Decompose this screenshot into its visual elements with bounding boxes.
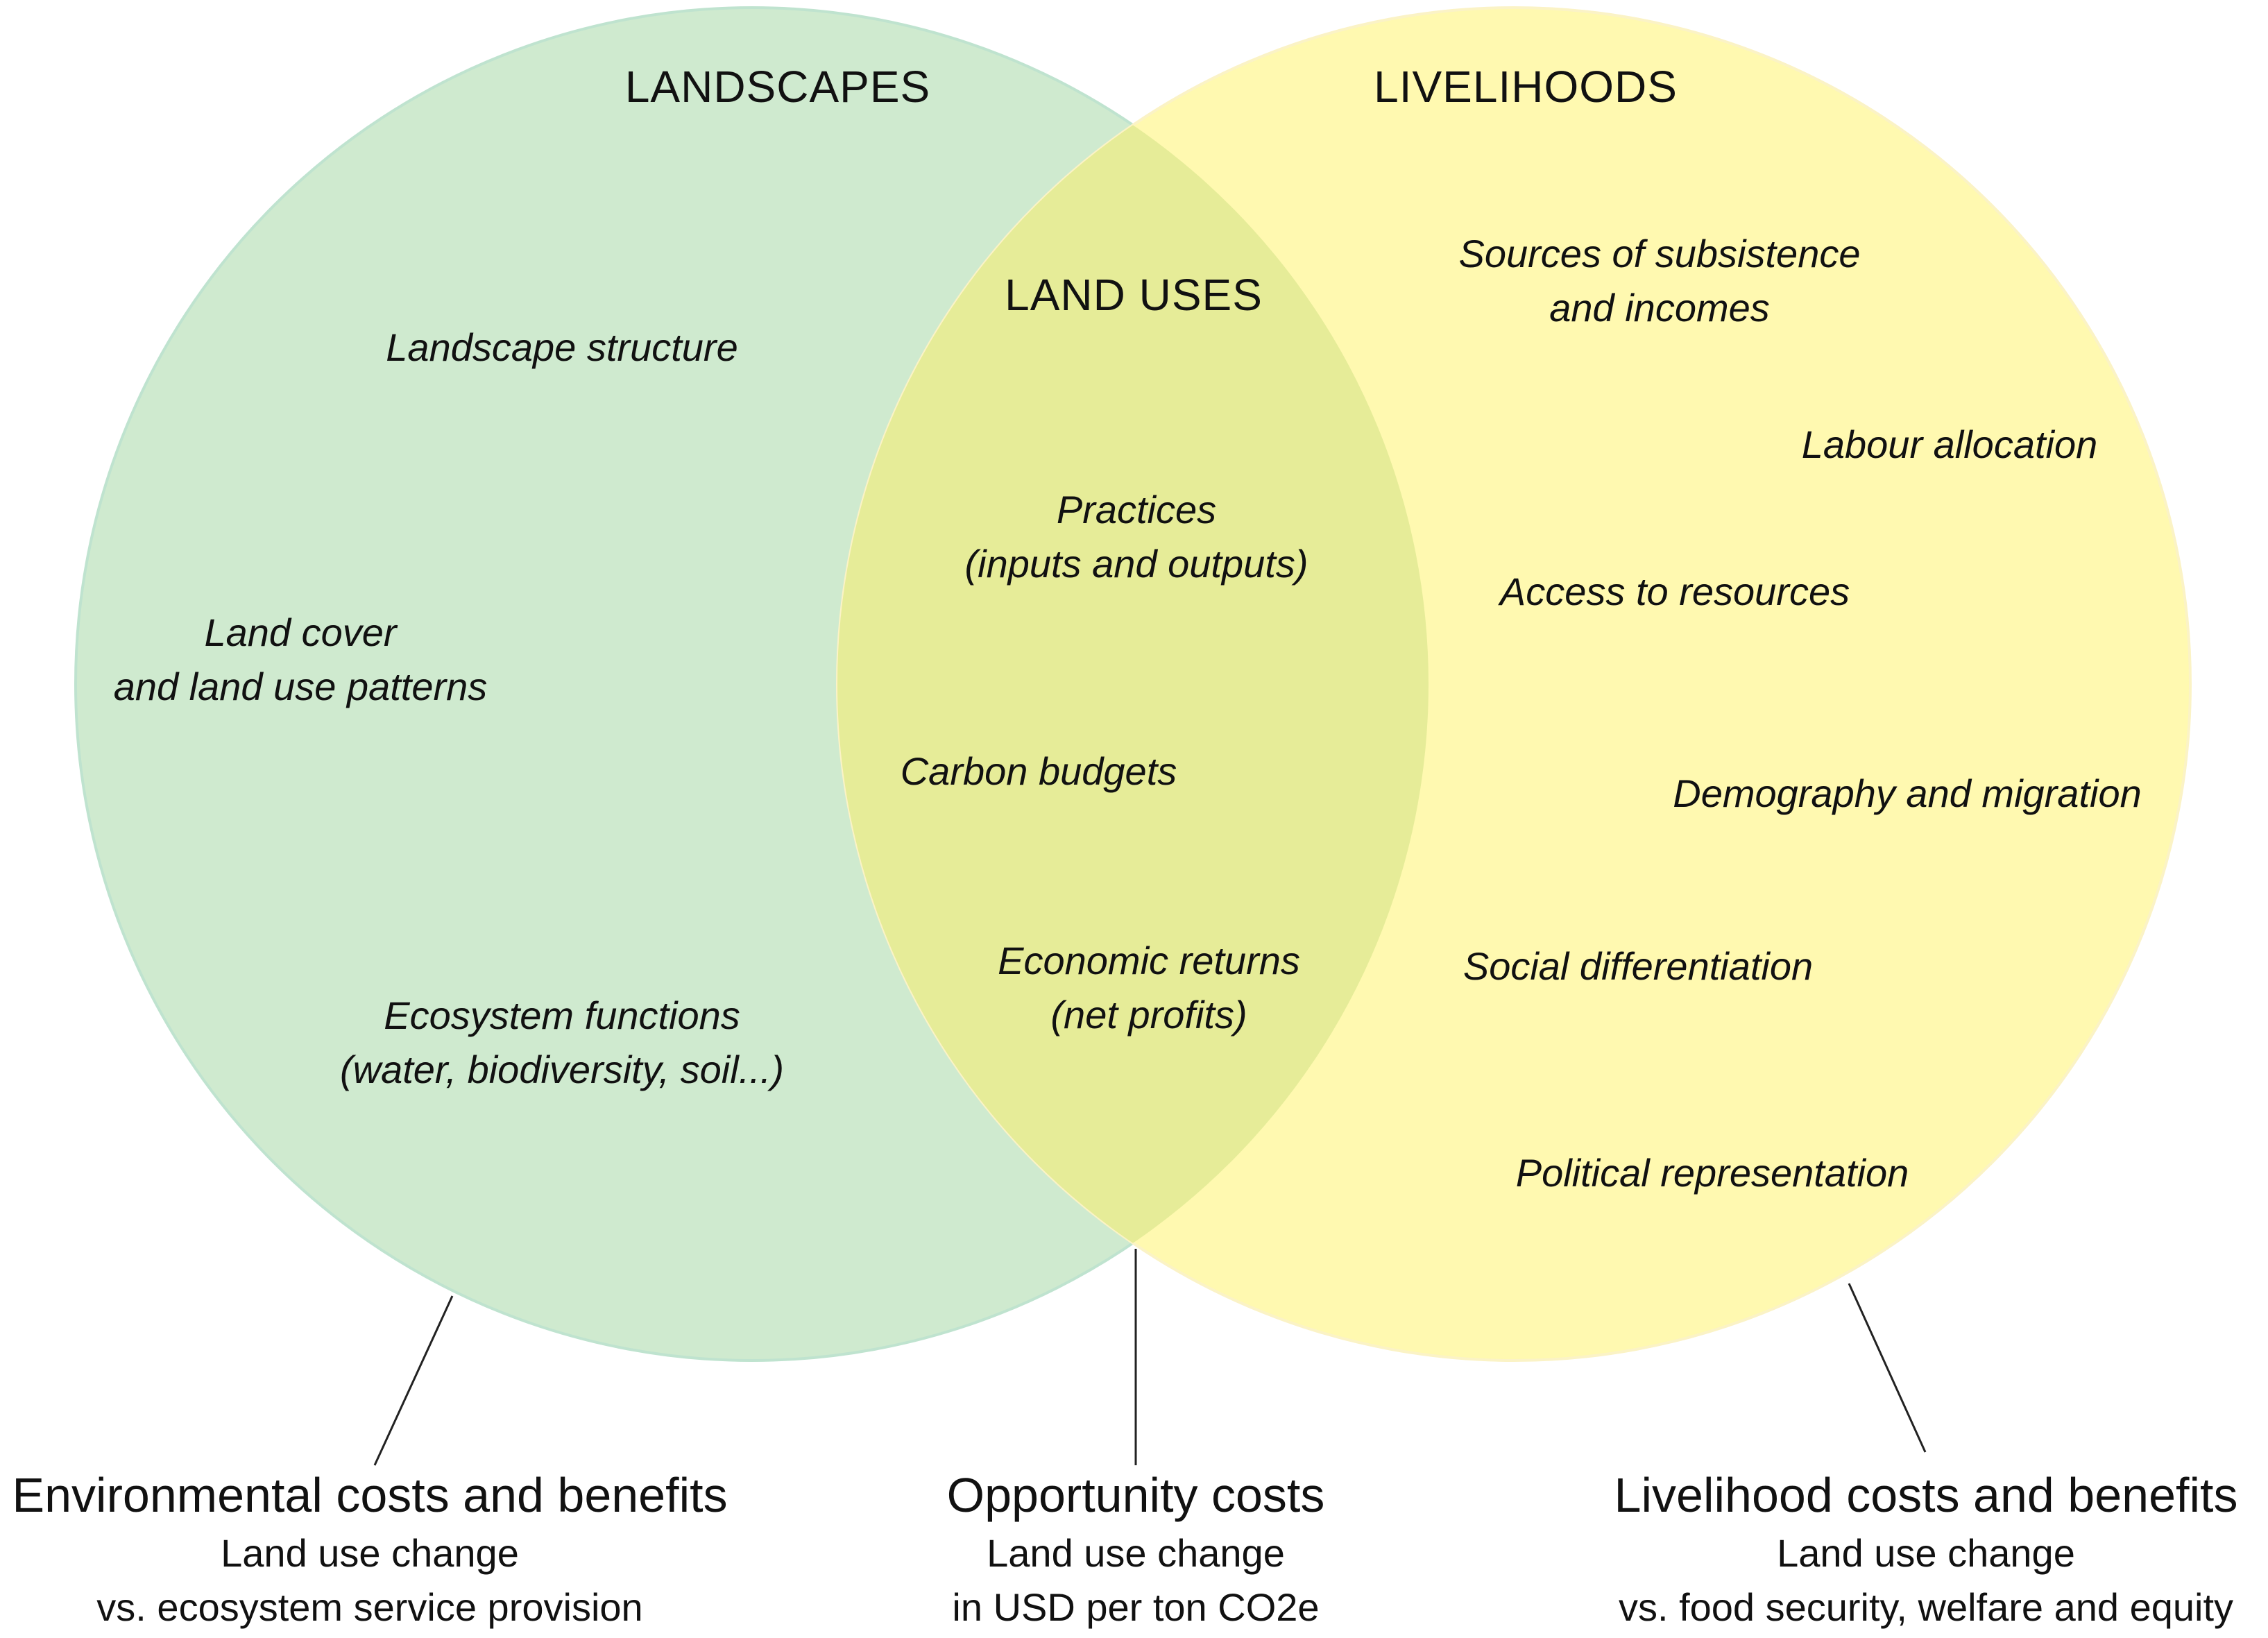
land-uses-overlap [837, 8, 1429, 1360]
environmental-caption-line1: Land use change [221, 1531, 519, 1575]
land-uses-title: LAND USES [1005, 270, 1263, 320]
political-representation-text: Political representation [1515, 1151, 1909, 1195]
livelihood-leader-line [1848, 1283, 1927, 1453]
opportunity-caption-line1: Land use change [987, 1531, 1285, 1575]
livelihood-caption-line2: vs. food security, welfare and equity [1618, 1585, 2234, 1629]
livelihood-caption: Livelihood costs and benefits Land use c… [1614, 1464, 2238, 1635]
ecosystem-functions-text: Ecosystem functions (water, biodiversity… [339, 993, 785, 1091]
demography-migration-text: Demography and migration [1673, 771, 2142, 815]
carbon-budgets-text: Carbon budgets [900, 749, 1177, 793]
livelihood-caption-line1: Land use change [1777, 1531, 2075, 1575]
land-cover-text: Land cover and land use patterns [113, 611, 488, 708]
opportunity-caption: Opportunity costs Land use change in USD… [947, 1464, 1325, 1635]
sources-of-subsistence-text: Sources of subsistence and incomes [1458, 232, 1861, 330]
environmental-caption-line2: vs. ecosystem service provision [96, 1585, 643, 1629]
landscape-structure-text: Landscape structure [386, 325, 738, 369]
economic-returns-text: Economic returns (net profits) [998, 939, 1300, 1036]
livelihood-caption-title: Livelihood costs and benefits [1614, 1468, 2238, 1522]
labour-allocation-text: Labour allocation [1801, 423, 2098, 466]
environmental-leader-line [373, 1295, 454, 1466]
access-to-resources-text: Access to resources [1499, 570, 1850, 613]
opportunity-caption-line2: in USD per ton CO2e [952, 1585, 1320, 1629]
landscapes-title: LANDSCAPES [624, 62, 931, 112]
livelihoods-title: LIVELIHOODS [1374, 62, 1678, 112]
environmental-caption: Environmental costs and benefits Land us… [12, 1464, 727, 1635]
practices-text: Practices (inputs and outputs) [964, 488, 1308, 586]
environmental-caption-title: Environmental costs and benefits [12, 1468, 728, 1522]
social-differentiation-text: Social differentiation [1463, 944, 1814, 988]
opportunity-caption-title: Opportunity costs [946, 1468, 1325, 1522]
